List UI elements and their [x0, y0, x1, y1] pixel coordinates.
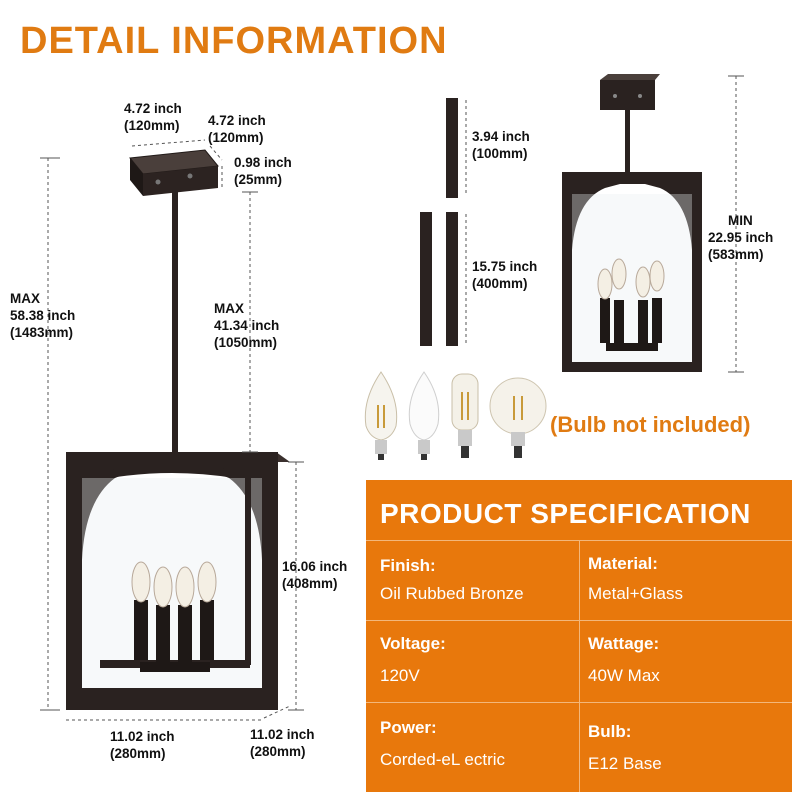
dim-rod-long: 15.75 inch(400mm): [472, 259, 538, 291]
spec-voltage-label: Voltage:: [380, 634, 446, 653]
spec-finish-label: Finish:: [380, 556, 436, 575]
spec-power-label: Power:: [380, 718, 437, 737]
dim-body-height: 16.06 inch(408mm): [282, 559, 348, 591]
bulb-candle-led-icon: [408, 371, 440, 460]
spec-material-value: Metal+Glass: [588, 584, 683, 603]
dimension-guides: [40, 139, 304, 721]
dim-rod-short: 3.94 inch(100mm): [472, 129, 530, 161]
lantern-min: [562, 74, 702, 372]
spec-wattage-value: 40W Max: [588, 666, 660, 685]
bulb-not-included-note: (Bulb not included): [550, 412, 751, 437]
dim-canopy-width: 4.72 inch(120mm): [124, 101, 182, 133]
down-rod: [172, 190, 178, 452]
canopy-side: [130, 158, 143, 196]
spec-bulb-value: E12 Base: [588, 754, 662, 773]
dim-canopy-depth: 4.72 inch(120mm): [208, 113, 266, 145]
rod-segment-long-a: [420, 212, 432, 346]
bulb-globe-icon: [489, 377, 547, 458]
bulb-tubular-icon: [451, 373, 479, 458]
product-specification-panel: PRODUCT SPECIFICATION Finish: Oil Rubbed…: [366, 480, 792, 792]
bulb-candle-filament-icon: [364, 371, 398, 460]
dim-canopy-height: 0.98 inch(25mm): [234, 155, 292, 187]
lantern-main: [66, 452, 290, 710]
rod-segment-long-b: [446, 212, 458, 346]
dim-body-width: 11.02 inch(280mm): [110, 729, 175, 761]
spec-finish-value: Oil Rubbed Bronze: [380, 584, 524, 603]
spec-wattage-label: Wattage:: [588, 634, 660, 653]
spec-material-label: Material:: [588, 554, 658, 573]
rod-segment-short: [446, 98, 458, 198]
page-title: DETAIL INFORMATION: [20, 20, 448, 62]
spec-title: PRODUCT SPECIFICATION: [380, 498, 751, 529]
spec-bulb-label: Bulb:: [588, 722, 632, 741]
canopy-front: [143, 166, 218, 196]
spec-voltage-value: 120V: [380, 666, 420, 685]
dim-body-depth: 11.02 inch(280mm): [250, 727, 315, 759]
spec-power-value: Corded-eL ectric: [380, 750, 506, 769]
